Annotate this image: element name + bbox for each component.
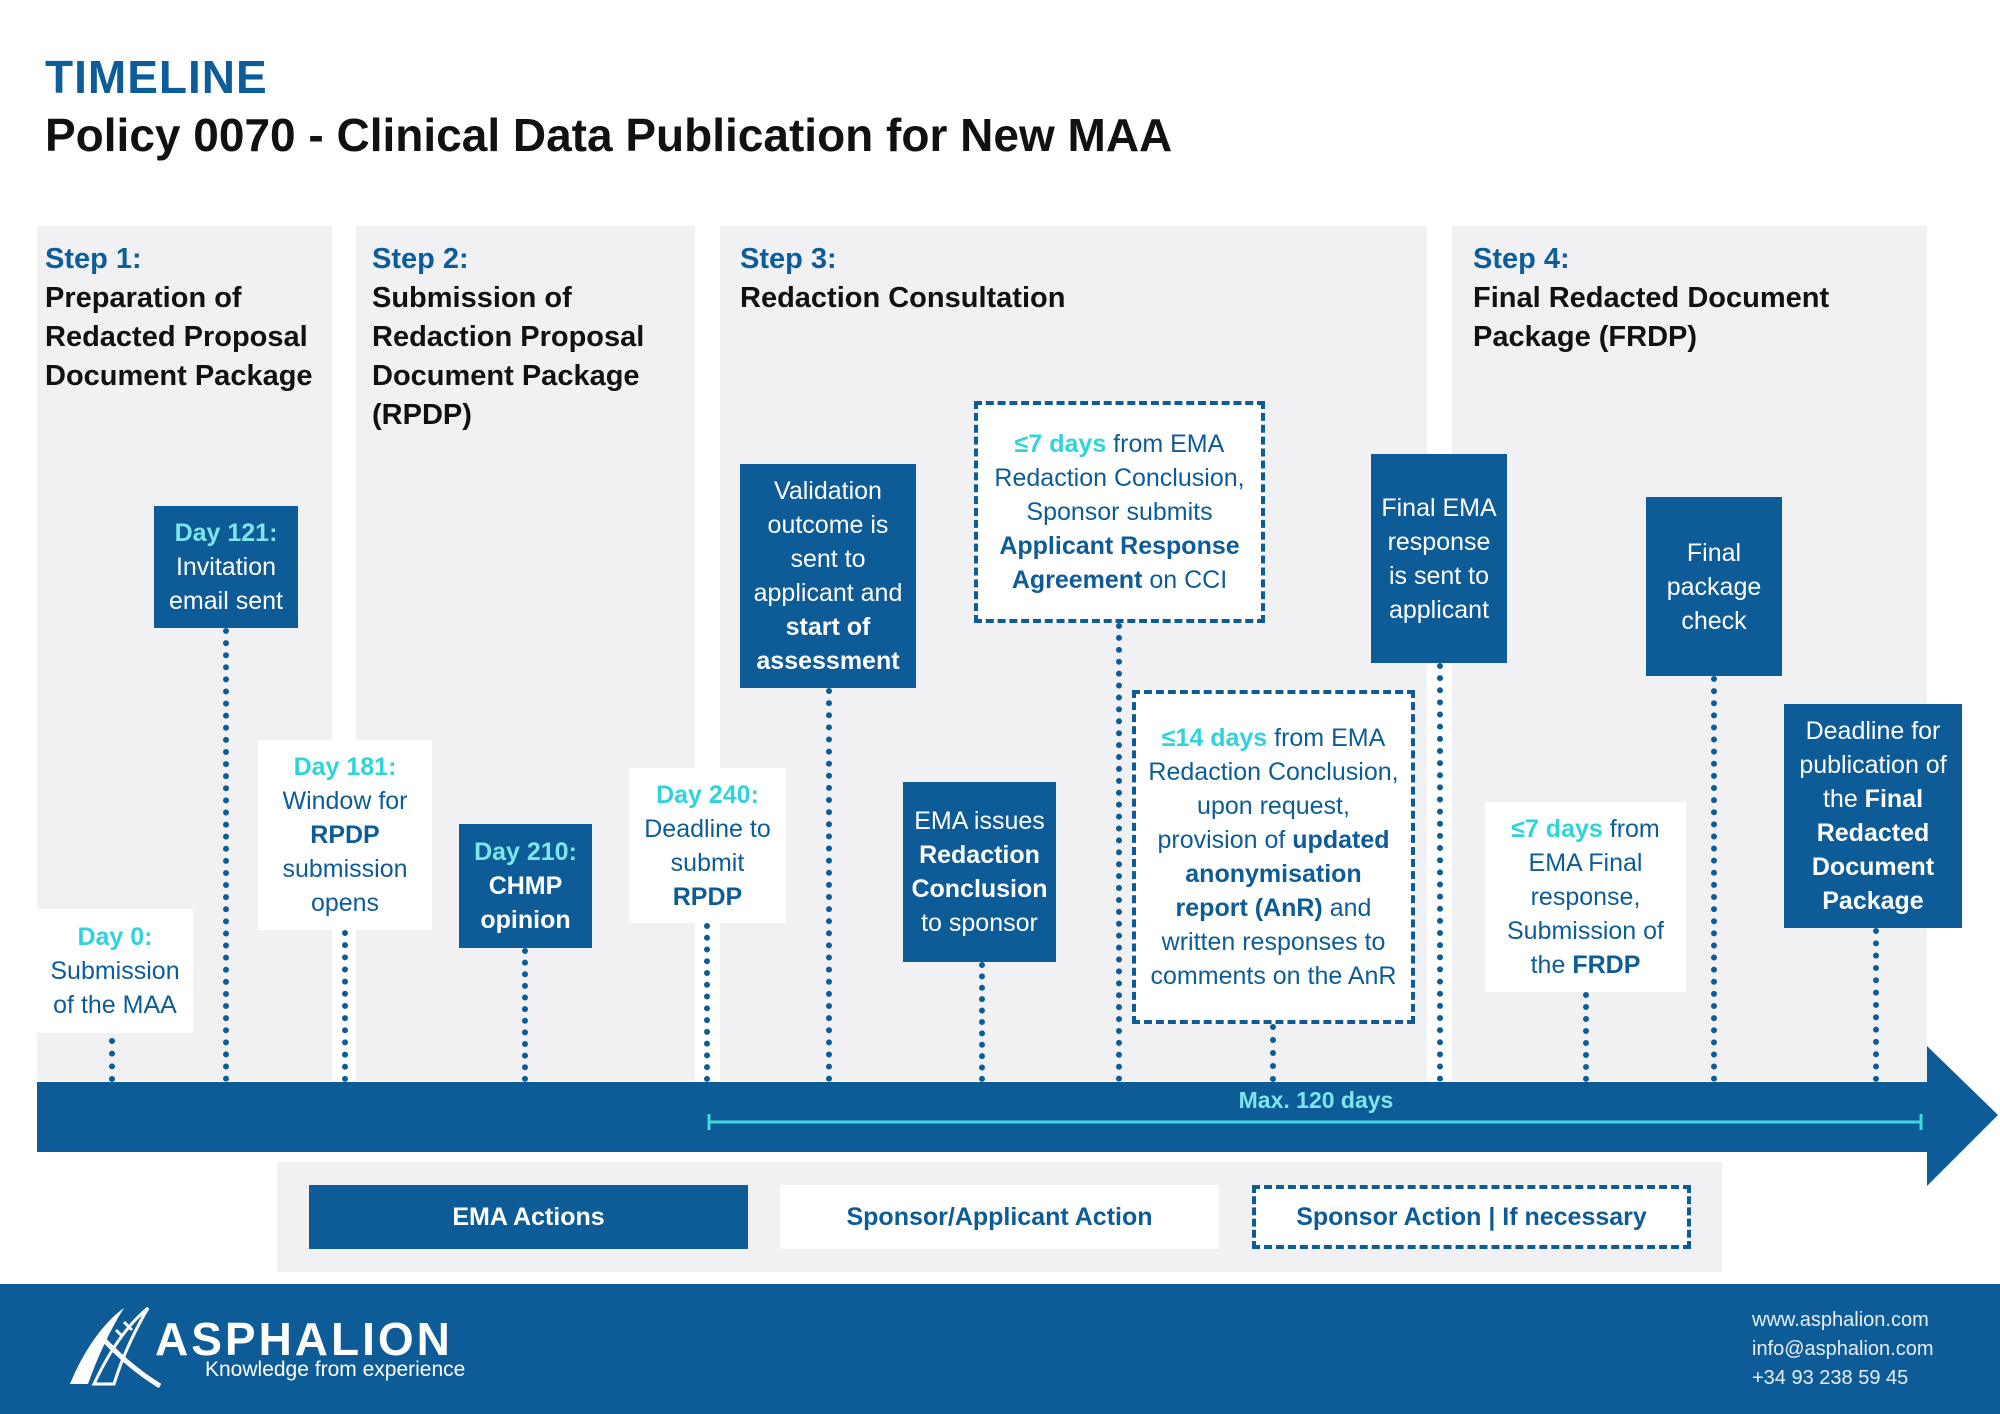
contact-info: www.asphalion.com info@asphalion.com +34… (1752, 1306, 1934, 1393)
connector-day181 (342, 930, 348, 1082)
step-3-heading: Step 3: Redaction Consultation (740, 243, 1066, 314)
page-title: TIMELINE (45, 51, 268, 103)
page-subtitle: Policy 0070 - Clinical Data Publication … (45, 109, 1173, 161)
connector-fourteen-days (1270, 1024, 1276, 1082)
brand-tagline: Knowledge from experience (205, 1358, 466, 1381)
connector-final-ema (1437, 663, 1443, 1082)
max-days-label: Max. 120 days (1238, 1087, 1394, 1113)
brand-name: ASPHALION (155, 1313, 453, 1365)
website-link[interactable]: www.asphalion.com (1752, 1309, 1929, 1331)
legend-sponsor-if-necessary: Sponsor Action | If necessary (1252, 1185, 1691, 1249)
connector-day240 (704, 923, 710, 1082)
connector-deadline-pub (1873, 928, 1879, 1082)
connector-validation (826, 688, 832, 1082)
legend-ema-actions: EMA Actions (309, 1185, 748, 1249)
step-2-heading: Step 2: Submission of Redaction Proposal… (372, 243, 645, 431)
connector-final-check (1711, 676, 1717, 1082)
connector-seven-days-frdp (1583, 992, 1589, 1082)
connector-day0 (109, 1038, 115, 1082)
phone-number: +34 93 238 59 45 (1752, 1367, 1909, 1389)
email-link[interactable]: info@asphalion.com (1752, 1338, 1934, 1360)
step-4-heading: Step 4: Final Redacted Document Package … (1473, 243, 1830, 353)
timeline-arrow (37, 1046, 1998, 1186)
connector-seven-days-ara (1116, 623, 1122, 1082)
step-1-heading: Step 1: Preparation of Redacted Proposal… (45, 243, 313, 392)
legend-sponsor-action: Sponsor/Applicant Action (780, 1185, 1219, 1249)
footer (0, 1284, 2000, 1414)
asphalion-logo-icon (70, 1306, 162, 1389)
connector-day210 (522, 948, 528, 1082)
connector-day121 (223, 628, 229, 1082)
connector-ema-issues (979, 962, 985, 1082)
